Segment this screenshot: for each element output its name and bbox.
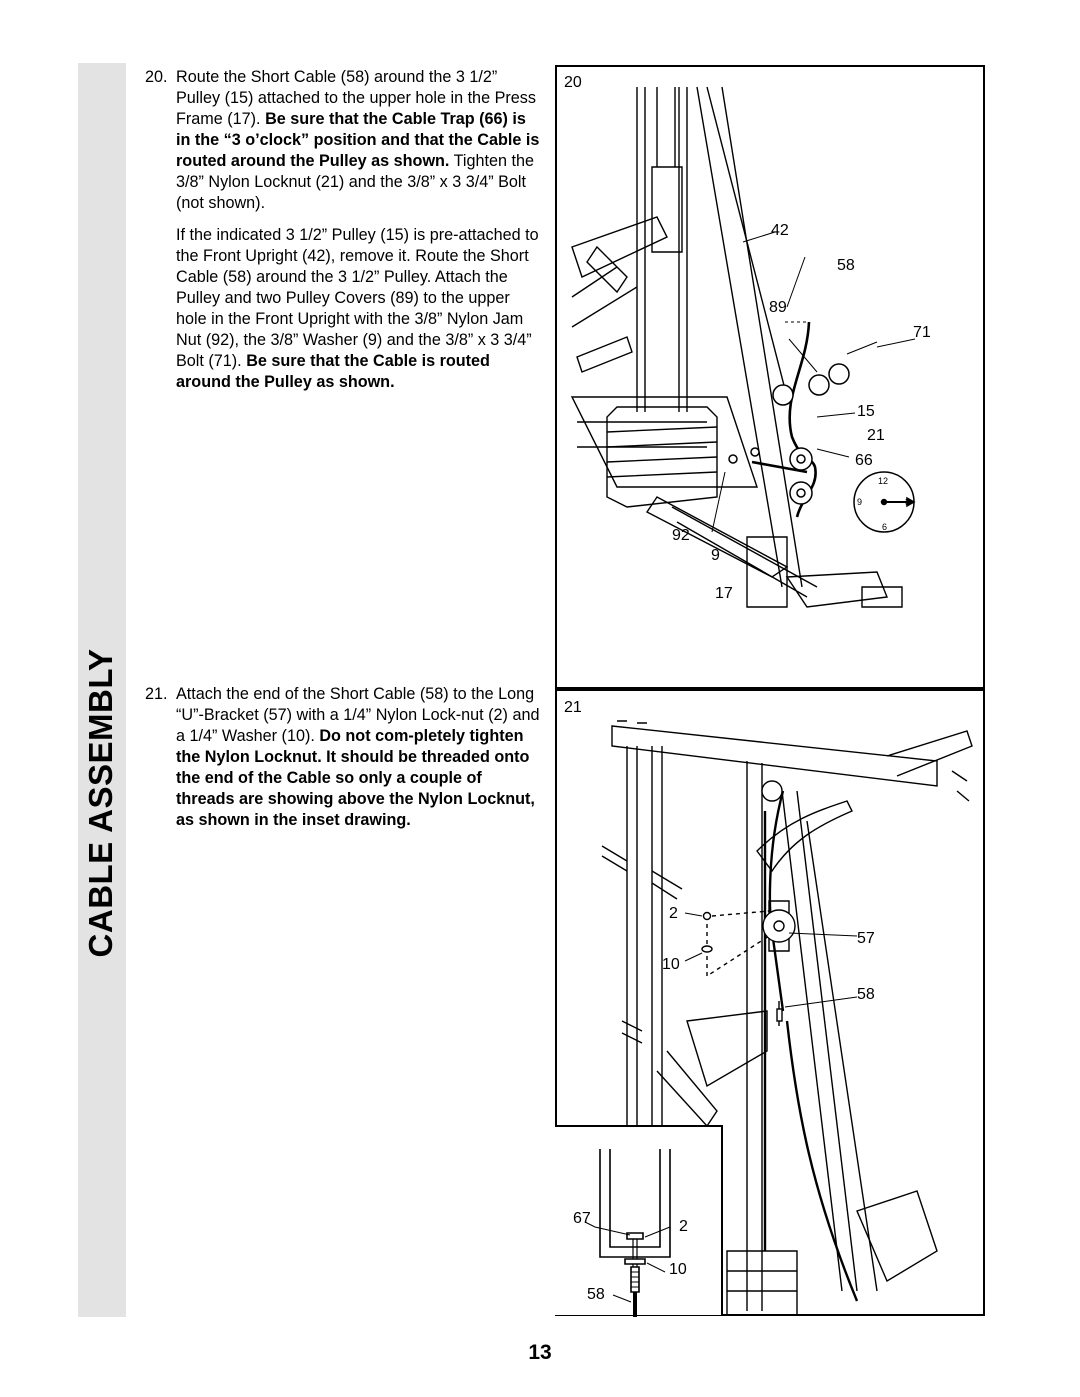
label-92: 92 (672, 527, 690, 544)
step-20-text: Route the Short Cable (58) around the 3 … (176, 68, 536, 128)
label-9: 9 (711, 547, 720, 564)
inset-label-58: 58 (587, 1286, 605, 1303)
label-15: 15 (857, 403, 875, 420)
section-title: CABLE ASSEMBLY (82, 648, 119, 958)
step-20-paragraph-2: If the indicated 3 1/2” Pulley (15) is p… (176, 225, 540, 393)
label-21: 21 (867, 427, 885, 444)
figure-20: 12 3 6 9 42 58 89 71 15 21 66 92 9 17 20 (555, 65, 985, 689)
label-10: 10 (662, 956, 680, 973)
step-20: 20. Route the Short Cable (58) around th… (145, 67, 540, 393)
step-21-text: Attach the end of the Short Cable (58) t… (176, 685, 540, 745)
clock-label-9: 9 (857, 497, 862, 507)
section-sidebar (78, 63, 126, 1317)
step-20-alt-text: If the indicated 3 1/2” Pulley (15) is p… (176, 226, 539, 370)
label-66: 66 (855, 452, 873, 469)
step-21: 21. Attach the end of the Short Cable (5… (145, 684, 540, 831)
step-20-number: 20. (145, 68, 168, 86)
figure-21-drawing: 2 10 57 58 (601, 720, 973, 1314)
label-57: 57 (857, 930, 875, 947)
label-42: 42 (771, 222, 789, 239)
label-2: 2 (669, 905, 678, 922)
step-20-alt-warning: Be sure that the Cable is routed around … (176, 352, 490, 391)
label-58: 58 (837, 257, 855, 274)
clock-label-12: 12 (878, 476, 888, 486)
clock-label-3: 3 (905, 497, 910, 507)
figure-20-drawing: 12 3 6 9 42 58 89 71 15 21 66 92 9 17 (570, 86, 931, 608)
label-89: 89 (769, 299, 787, 316)
step-20-paragraph-1: Route the Short Cable (58) around the 3 … (176, 67, 540, 214)
label-17: 17 (715, 585, 733, 602)
page-number: 13 (528, 1341, 552, 1364)
step-21-paragraph: Attach the end of the Short Cable (58) t… (176, 684, 540, 831)
label-71: 71 (913, 324, 931, 341)
inset-drawing-svg: 67 2 10 58 (573, 1149, 688, 1317)
inset-label-10: 10 (669, 1261, 687, 1278)
figure-20-number: 20 (564, 74, 582, 91)
inset-label-2: 2 (679, 1218, 688, 1235)
step-21-number: 21. (145, 685, 168, 703)
label-58: 58 (857, 986, 875, 1003)
step-20-warning: Be sure that the Cable Trap (66) is in t… (176, 110, 540, 170)
inset-drawing: 67 2 10 58 (555, 1125, 723, 1317)
step-21-warning: Do not com-pletely tighten the Nylon Loc… (176, 727, 535, 829)
clock-label-6: 6 (882, 522, 887, 532)
inset-label-67: 67 (573, 1210, 591, 1227)
figure-21-number: 21 (564, 699, 582, 716)
step-20-text-end: Tighten the 3/8” Nylon Locknut (21) and … (176, 152, 535, 212)
